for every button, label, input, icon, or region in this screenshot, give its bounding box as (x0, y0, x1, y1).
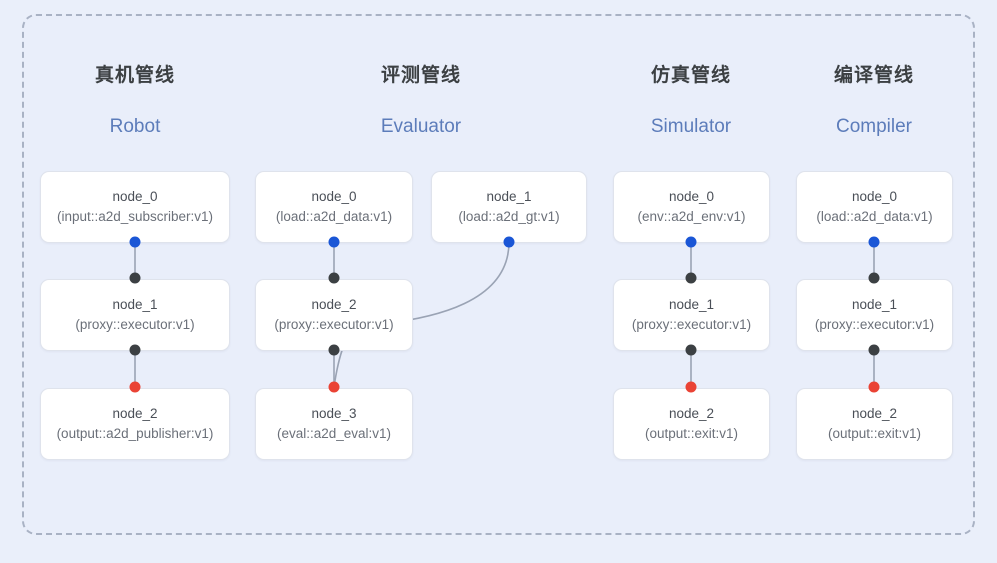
column-header-compiler: 编译管线 Compiler (774, 60, 974, 138)
node-label-name: node_0 (112, 189, 158, 205)
node-evaluator-2[interactable]: node_2 (proxy::executor:v1) (255, 279, 413, 351)
port-input-compiler-1[interactable] (868, 272, 880, 284)
port-output-simulator-1[interactable] (685, 344, 697, 356)
node-label-spec: (output::exit:v1) (644, 426, 739, 441)
column-header-evaluator: 评测管线 Evaluator (321, 60, 521, 138)
column-title-en-robot: Robot (109, 116, 161, 137)
node-label-spec: (output::exit:v1) (827, 426, 922, 441)
node-label-spec: (proxy::executor:v1) (274, 317, 394, 332)
node-robot-0[interactable]: node_0 (input::a2d_subscriber:v1) (40, 171, 230, 243)
node-label-name: node_1 (112, 297, 158, 313)
node-label-name: node_0 (851, 189, 898, 205)
node-label-name: node_0 (311, 189, 357, 205)
node-simulator-2[interactable]: node_2 (output::exit:v1) (613, 388, 770, 460)
node-label-spec: (eval::a2d_eval:v1) (276, 426, 392, 441)
node-simulator-0[interactable]: node_0 (env::a2d_env:v1) (613, 171, 770, 243)
port-output-robot-1[interactable] (129, 344, 141, 356)
port-output-compiler-0[interactable] (868, 236, 880, 248)
node-label-name: node_0 (668, 189, 715, 205)
node-evaluator-3[interactable]: node_3 (eval::a2d_eval:v1) (255, 388, 413, 460)
node-label-name: node_1 (486, 189, 532, 205)
node-evaluator-0[interactable]: node_0 (load::a2d_data:v1) (255, 171, 413, 243)
port-output-evaluator-1[interactable] (503, 236, 515, 248)
node-label-name: node_1 (668, 297, 715, 313)
node-label-name: node_2 (311, 297, 357, 313)
port-output-simulator-0[interactable] (685, 236, 697, 248)
node-label-spec: (input::a2d_subscriber:v1) (56, 209, 214, 224)
node-label-spec: (proxy::executor:v1) (814, 317, 935, 332)
node-compiler-0[interactable]: node_0 (load::a2d_data:v1) (796, 171, 953, 243)
port-input-simulator-2[interactable] (685, 381, 697, 393)
port-input-evaluator-2[interactable] (328, 272, 340, 284)
column-title-en-evaluator: Evaluator (380, 116, 462, 137)
column-title-en-simulator: Simulator (650, 116, 732, 137)
port-output-compiler-1[interactable] (868, 344, 880, 356)
node-label-spec: (load::a2d_data:v1) (816, 209, 933, 224)
node-label-name: node_2 (851, 406, 898, 422)
node-label-name: node_2 (112, 406, 158, 422)
node-robot-2[interactable]: node_2 (output::a2d_publisher:v1) (40, 388, 230, 460)
node-label-spec: (load::a2d_data:v1) (275, 209, 393, 224)
node-simulator-1[interactable]: node_1 (proxy::executor:v1) (613, 279, 770, 351)
port-output-evaluator-0[interactable] (328, 236, 340, 248)
column-title-cn-robot: 真机管线 (94, 65, 175, 86)
port-input-evaluator-3[interactable] (328, 381, 340, 393)
port-input-robot-1[interactable] (129, 272, 141, 284)
node-label-name: node_2 (668, 406, 715, 422)
node-robot-1[interactable]: node_1 (proxy::executor:v1) (40, 279, 230, 351)
node-label-spec: (output::a2d_publisher:v1) (56, 426, 214, 441)
node-compiler-2[interactable]: node_2 (output::exit:v1) (796, 388, 953, 460)
node-label-spec: (env::a2d_env:v1) (637, 209, 746, 224)
node-label-spec: (proxy::executor:v1) (631, 317, 752, 332)
column-title-en-compiler: Compiler (835, 116, 913, 137)
column-header-robot: 真机管线 Robot (35, 60, 235, 138)
node-evaluator-1[interactable]: node_1 (load::a2d_gt:v1) (431, 171, 587, 243)
port-output-robot-0[interactable] (129, 236, 141, 248)
port-input-robot-2[interactable] (129, 381, 141, 393)
node-label-name: node_1 (851, 297, 898, 313)
port-output-evaluator-2[interactable] (328, 344, 340, 356)
port-input-compiler-2[interactable] (868, 381, 880, 393)
column-title-cn-simulator: 仿真管线 (650, 65, 731, 86)
column-title-cn-compiler: 编译管线 (833, 65, 914, 86)
node-label-name: node_3 (311, 406, 357, 422)
column-title-cn-evaluator: 评测管线 (380, 65, 461, 86)
node-compiler-1[interactable]: node_1 (proxy::executor:v1) (796, 279, 953, 351)
node-label-spec: (proxy::executor:v1) (75, 317, 195, 332)
port-input-simulator-1[interactable] (685, 272, 697, 284)
column-header-simulator: 仿真管线 Simulator (591, 60, 791, 138)
node-label-spec: (load::a2d_gt:v1) (458, 209, 560, 224)
